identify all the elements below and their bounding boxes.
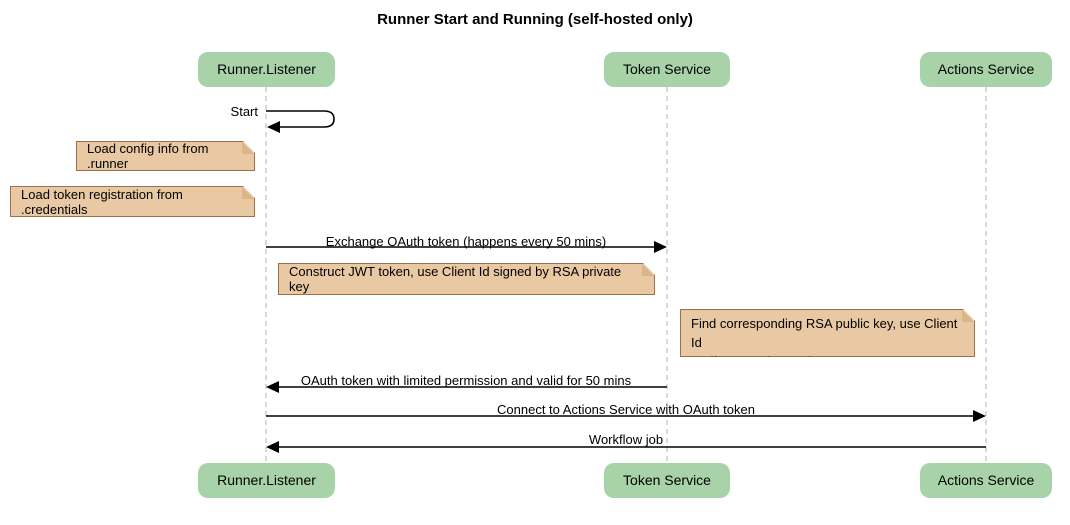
arrowhead [266, 381, 279, 393]
arrowhead [267, 121, 280, 133]
participant-top-actions-service: Actions Service [920, 52, 1052, 87]
participant-top-token-service: Token Service [604, 52, 730, 87]
note-text: Load config info from .runner [87, 141, 209, 171]
arrowhead [654, 241, 667, 253]
participant-bottom-actions-service: Actions Service [920, 463, 1052, 498]
message-arrow-start-selfloop [266, 110, 335, 128]
note-load-config: Load config info from .runner [76, 141, 255, 171]
note-load-token-registration: Load token registration from .credential… [10, 186, 255, 217]
participant-top-runner-listener: Runner.Listener [198, 52, 335, 87]
note-text-line: Find corresponding RSA public key, use C… [691, 316, 958, 350]
note-text: Construct JWT token, use Client Id signe… [289, 264, 622, 294]
diagram-title: Runner Start and Running (self-hosted on… [377, 11, 693, 28]
note-find-rsa-key: Find corresponding RSA public key, use C… [680, 309, 975, 357]
note-text: Load token registration from .credential… [21, 186, 183, 217]
message-label-start: Start [230, 104, 258, 119]
participant-bottom-token-service: Token Service [604, 463, 730, 498]
message-label-oauth-token-return: OAuth token with limited permission and … [300, 373, 632, 388]
message-label-exchange-oauth: Exchange OAuth token (happens every 50 m… [325, 234, 607, 249]
message-label-workflow-job: Workflow job [588, 432, 664, 447]
arrowhead [266, 441, 279, 453]
arrowhead [973, 410, 986, 422]
message-label-connect-actions: Connect to Actions Service with OAuth to… [497, 402, 755, 417]
participant-bottom-runner-listener: Runner.Listener [198, 463, 335, 498]
note-construct-jwt: Construct JWT token, use Client Id signe… [278, 263, 655, 295]
